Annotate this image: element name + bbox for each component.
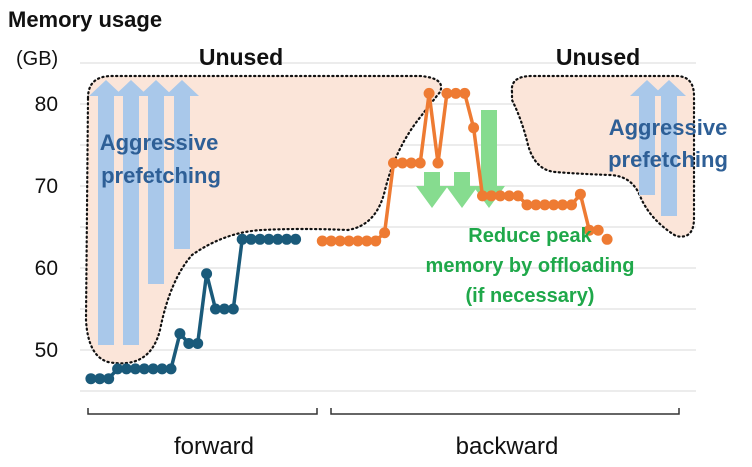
backward-data-point [521, 199, 533, 211]
forward-data-point [165, 363, 177, 375]
backward-data-point [405, 157, 417, 169]
backward-data-point [530, 199, 542, 211]
forward-bracket [87, 408, 318, 415]
prefetch-arrow-icon [630, 80, 664, 195]
y-tick-label: 70 [35, 175, 58, 198]
forward-data-point [121, 363, 132, 375]
forward-data-point [85, 373, 97, 385]
forward-data-point [281, 233, 293, 245]
backward-data-point [379, 227, 391, 239]
backward-data-point [441, 87, 453, 99]
forward-data-point [103, 373, 115, 385]
backward-data-point [503, 190, 515, 202]
backward-data-point [396, 157, 408, 169]
backward-data-point [459, 87, 471, 99]
forward-data-point [236, 233, 248, 245]
offload-label-line2: memory by offloading [426, 255, 635, 277]
backward-data-point [343, 235, 355, 247]
forward-data-point [245, 233, 257, 245]
forward-data-point [201, 268, 213, 280]
y-tick-label: 50 [35, 339, 58, 362]
backward-data-point [414, 157, 426, 169]
offload-arrow-icon [416, 172, 448, 208]
backward-data-point [512, 190, 524, 202]
forward-data-point [272, 233, 284, 245]
forward-data-point [183, 337, 195, 349]
forward-data-point [174, 328, 186, 340]
backward-data-point [574, 188, 586, 200]
backward-bracket [330, 408, 680, 415]
offload-label-line3: (if necessary) [466, 285, 595, 307]
backward-data-point [423, 87, 435, 99]
backward-data-point [361, 235, 373, 247]
prefetch-label-left-line2: prefetching [101, 163, 221, 188]
backward-data-point [432, 157, 444, 169]
forward-data-point [138, 363, 150, 375]
backward-data-point [601, 233, 613, 245]
backward-data-point [539, 199, 551, 211]
backward-label: backward [456, 433, 559, 460]
backward-data-point [316, 235, 328, 247]
y-tick-label: 60 [35, 257, 58, 280]
forward-data-point [254, 233, 266, 245]
forward-data-point [94, 373, 106, 385]
offload-label-line1: Reduce peak [468, 225, 592, 247]
backward-data-point [557, 199, 569, 211]
backward-data-point [388, 157, 399, 169]
unused-label-left: Unused [199, 44, 283, 70]
prefetch-arrow-icon [114, 80, 148, 345]
backward-data-point [592, 224, 604, 236]
backward-data-point [370, 235, 382, 247]
offload-arrow-icon [446, 172, 478, 208]
forward-data-point [112, 363, 124, 375]
forward-data-point [156, 363, 168, 375]
unused-label-right: Unused [556, 44, 640, 70]
forward-data-point [147, 363, 159, 375]
backward-data-point [566, 199, 577, 211]
forward-data-point [290, 233, 302, 245]
forward-data-point [218, 303, 230, 315]
prefetch-arrow-icon [165, 80, 199, 249]
forward-data-point [210, 303, 221, 315]
backward-data-point [548, 199, 560, 211]
prefetch-arrow-icon [139, 80, 173, 284]
backward-data-point [485, 190, 497, 202]
chart-title: Memory usage [8, 7, 162, 32]
forward-data-point [192, 337, 204, 349]
prefetch-arrow-icon [89, 80, 123, 345]
backward-data-point [494, 190, 506, 202]
prefetch-label-left-line1: Aggressive [100, 130, 219, 155]
backward-data-point [352, 235, 364, 247]
backward-data-point [477, 190, 488, 202]
series-lines [85, 87, 613, 385]
backward-data-point [468, 122, 480, 134]
backward-data-point [583, 224, 595, 236]
y-tick-label: 80 [35, 93, 58, 116]
backward-data-point [325, 235, 337, 247]
forward-data-point [129, 363, 141, 375]
forward-label: forward [174, 433, 254, 460]
y-axis-unit: (GB) [16, 48, 58, 70]
forward-data-point [263, 233, 275, 245]
prefetch-label-right-line1: Aggressive [609, 115, 728, 140]
y-axis-ticks: 50 60 70 80 [35, 93, 58, 362]
backward-data-point [334, 235, 346, 247]
forward-data-point [227, 303, 239, 315]
prefetch-arrow-icon [652, 80, 686, 216]
backward-data-point [450, 87, 462, 99]
prefetch-label-right-line2: prefetching [608, 147, 728, 172]
